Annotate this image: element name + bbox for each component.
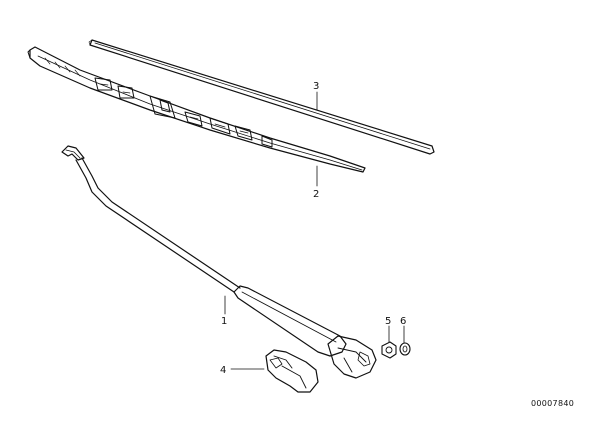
callout-4: 4 bbox=[220, 365, 226, 376]
wiper-arm bbox=[61, 145, 377, 379]
cover-cap bbox=[265, 349, 319, 393]
callout-3: 3 bbox=[313, 81, 319, 92]
wiper-blade bbox=[27, 46, 366, 173]
callout-2: 2 bbox=[313, 189, 319, 200]
wiper-rubber-refill bbox=[88, 39, 435, 155]
document-number: 00007840 bbox=[531, 399, 574, 408]
hex-nut bbox=[381, 341, 397, 359]
leader-lines bbox=[224, 91, 405, 370]
callout-1: 1 bbox=[221, 316, 227, 327]
washer bbox=[399, 342, 411, 356]
callout-5: 5 bbox=[385, 316, 391, 327]
callout-6: 6 bbox=[400, 316, 406, 327]
